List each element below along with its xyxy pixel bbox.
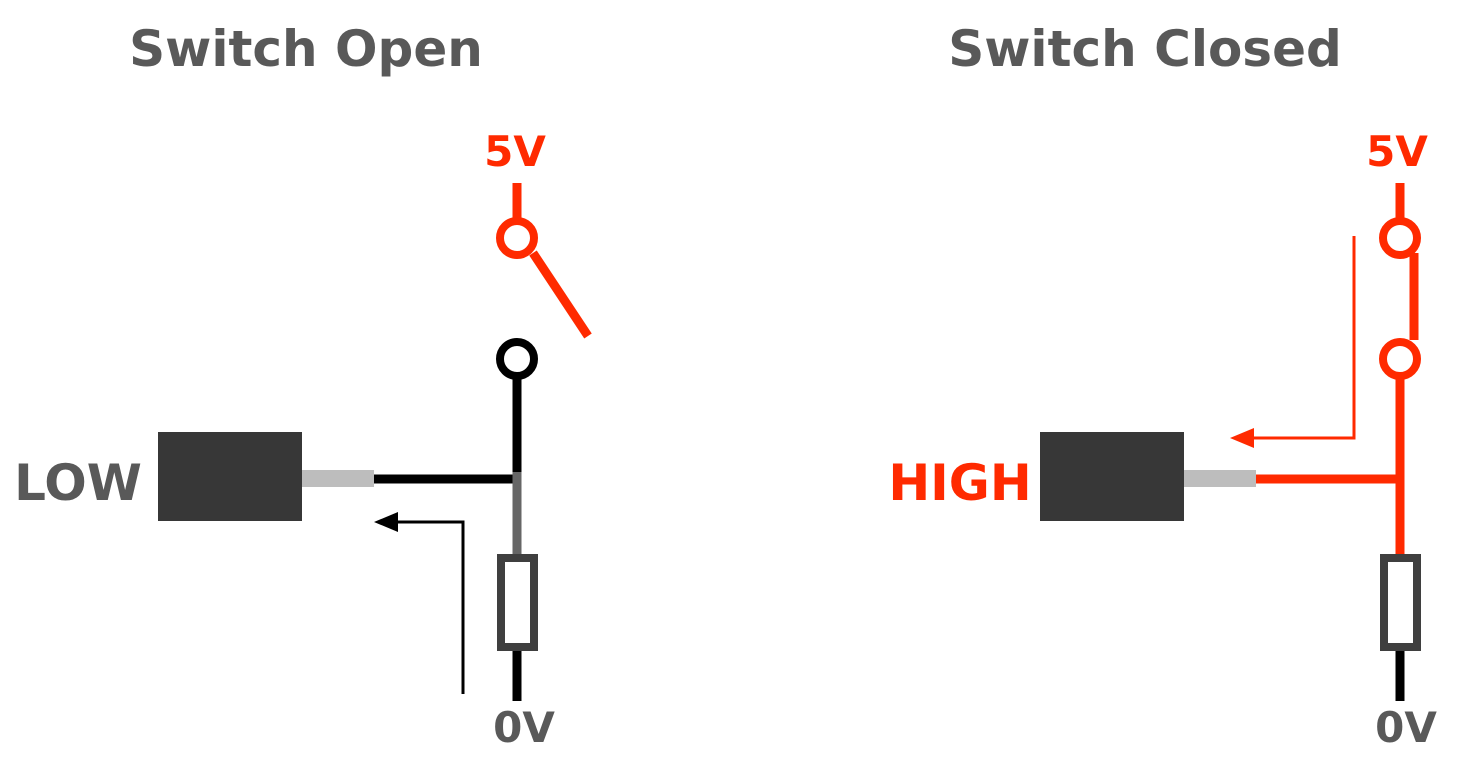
switch-bottom-terminal-closed [1379,338,1421,380]
logic-state-label-closed: HIGH [888,454,1031,512]
supply-label-open: 5V [484,127,546,176]
panel-title-closed: Switch Closed [948,20,1342,78]
switch-top-terminal-closed [1379,217,1421,259]
panel-switch-closed: Switch Closed 5V 0V HIGH [888,20,1437,752]
microcontroller-chip-closed [1040,432,1184,521]
ground-label-open: 0V [493,703,555,752]
microcontroller-chip-open [158,432,302,521]
supply-label-closed: 5V [1366,127,1428,176]
current-path-arrow-closed [1252,236,1356,440]
panel-title-open: Switch Open [129,20,483,78]
logic-state-label-open: LOW [14,454,142,512]
panel-switch-open: Switch Open 5V 0V LOW [14,20,592,752]
arrow-head-closed [1230,428,1254,448]
arrow-head-open [374,512,398,532]
pulldown-resistor-closed [1380,554,1421,651]
switch-lever-open [529,250,592,339]
ground-label-closed: 0V [1375,703,1437,752]
current-path-arrow-open [396,520,465,694]
switch-bottom-terminal-open [496,338,538,380]
input-pin-closed [1184,470,1256,487]
pulldown-resistor-open [497,554,538,651]
input-pin-open [302,470,374,487]
switch-top-terminal-open [496,217,538,259]
